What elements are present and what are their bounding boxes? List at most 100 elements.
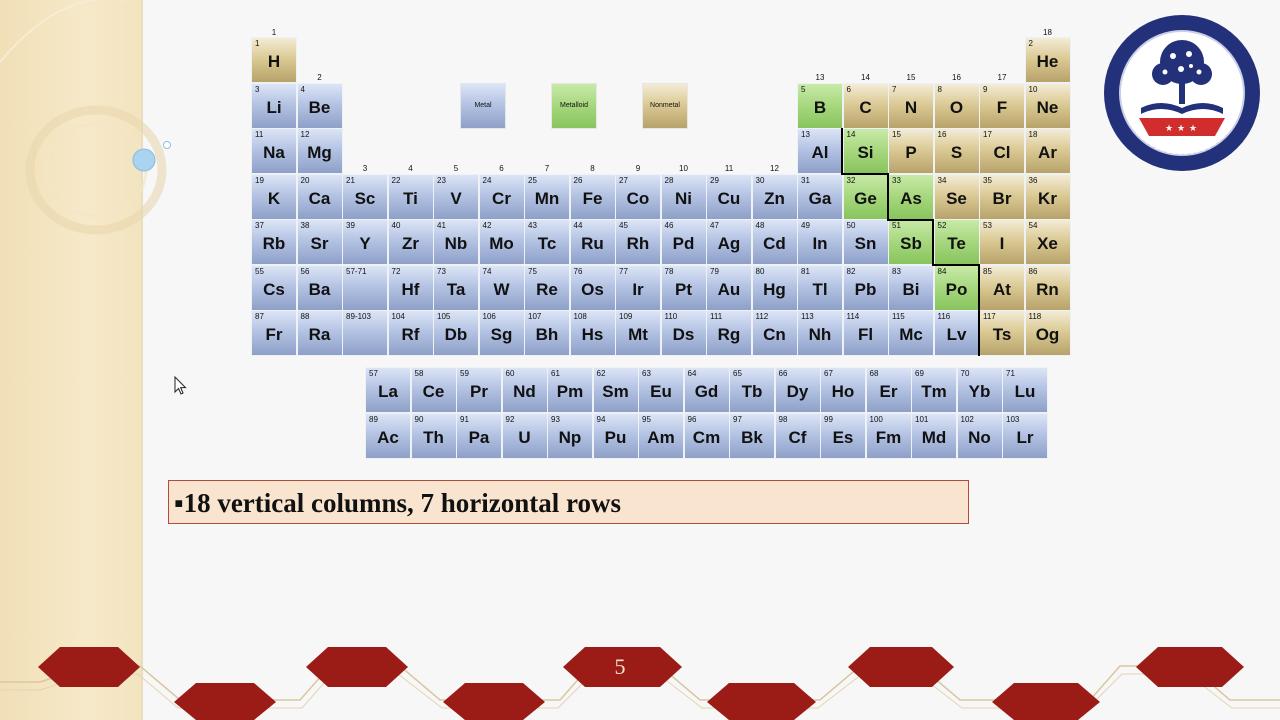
- atomic-number: 117: [983, 312, 996, 321]
- atomic-number: 69: [915, 369, 924, 378]
- atomic-number: 2: [1028, 39, 1033, 48]
- atomic-number: 46: [664, 221, 674, 230]
- element-symbol: Cm: [692, 428, 721, 447]
- atomic-number: 47: [710, 221, 719, 230]
- atomic-number: 93: [551, 415, 560, 424]
- atomic-number: 16: [937, 130, 947, 139]
- atomic-number: 75: [528, 266, 537, 276]
- element-symbol: Tm: [921, 382, 947, 401]
- element-symbol: Ru: [581, 234, 604, 253]
- element-symbol: Pm: [556, 382, 584, 401]
- atomic-number: 90: [414, 415, 424, 424]
- element-symbol: Y: [359, 234, 371, 253]
- group-label: 16: [952, 73, 961, 82]
- element-symbol: Ni: [675, 188, 692, 208]
- element-symbol: Sm: [602, 382, 629, 401]
- atomic-number: 13: [801, 130, 810, 139]
- element-symbol: Ag: [717, 234, 741, 253]
- group-label: 5: [453, 164, 459, 173]
- element-symbol: Hf: [401, 279, 420, 299]
- element-symbol: Db: [444, 325, 468, 344]
- element-symbol: Nd: [513, 382, 536, 401]
- element-symbol: Nh: [808, 325, 832, 344]
- element-symbol: La: [378, 382, 398, 401]
- atomic-number: 104: [391, 312, 405, 321]
- element-symbol: Os: [581, 279, 604, 299]
- element-symbol: Lv: [946, 325, 967, 344]
- atomic-number: 27: [619, 175, 628, 185]
- atomic-number: 65: [733, 369, 742, 378]
- element-symbol: Hg: [763, 279, 786, 299]
- bullet-text: ▪18 vertical columns, 7 horizontal rows: [174, 487, 621, 519]
- element-symbol: At: [993, 279, 1011, 299]
- atomic-number: 88: [300, 312, 310, 321]
- element-symbol: Ir: [632, 279, 644, 299]
- group-label: 1: [271, 27, 277, 37]
- element-symbol: As: [900, 188, 922, 208]
- element-symbol: Mn: [534, 188, 560, 208]
- group-label: 18: [1043, 27, 1052, 37]
- atomic-number: 106: [482, 312, 496, 321]
- element-symbol: F: [996, 97, 1008, 117]
- element-symbol: Kr: [1038, 188, 1057, 208]
- atomic-number: 76: [573, 266, 583, 276]
- element-symbol: Es: [832, 428, 854, 447]
- institution-logo: ★ ★ ★: [1104, 15, 1260, 171]
- atomic-number: 73: [437, 266, 446, 276]
- group-label: 10: [679, 164, 688, 173]
- element-symbol: K: [267, 188, 281, 208]
- atomic-number: 68: [869, 369, 879, 378]
- element-symbol: Ts: [992, 325, 1012, 344]
- atomic-number: 66: [778, 369, 788, 378]
- atomic-number: 80: [755, 266, 765, 276]
- element-symbol: Rb: [262, 234, 286, 253]
- atomic-number: 14: [846, 130, 856, 139]
- element-symbol: Zn: [764, 188, 785, 208]
- atomic-number: 105: [437, 312, 451, 321]
- atomic-number: 85: [983, 266, 992, 276]
- element-symbol: Rn: [1036, 279, 1059, 299]
- element-symbol: Md: [921, 428, 947, 447]
- atomic-number: 54: [1028, 221, 1038, 230]
- atomic-number: 89: [369, 415, 378, 424]
- atomic-number: 82: [846, 266, 856, 276]
- element-symbol: Tl: [812, 279, 828, 299]
- svg-text:★: ★: [1189, 123, 1197, 133]
- group-label: 15: [906, 73, 916, 82]
- atomic-number: 39: [346, 221, 355, 230]
- atomic-number: 86: [1028, 266, 1038, 276]
- atomic-number: 92: [505, 415, 515, 424]
- atomic-number: 63: [642, 369, 651, 378]
- atomic-number: 49: [801, 221, 810, 230]
- element-symbol: Ta: [446, 279, 466, 299]
